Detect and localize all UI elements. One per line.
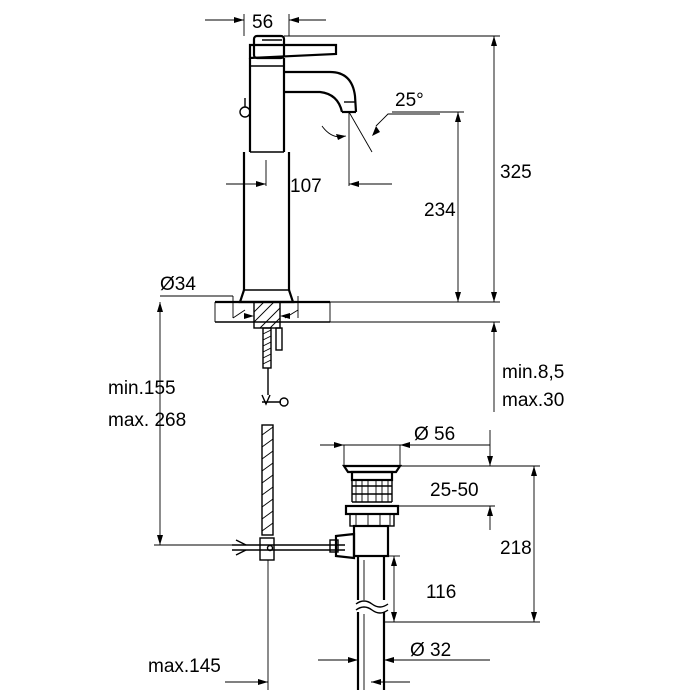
dimension-labels: 56 25° 107 234 325 Ø34 min.8,5 max.30 mi… xyxy=(108,12,564,677)
lift-rod xyxy=(232,327,345,561)
label-25-50: 25-50 xyxy=(430,480,479,501)
label-max-145: max.145 xyxy=(148,656,221,677)
label-234: 234 xyxy=(424,200,456,221)
label-56-top: 56 xyxy=(252,12,273,33)
label-d34: Ø34 xyxy=(160,274,196,295)
label-d32: Ø 32 xyxy=(410,640,451,661)
dimension-lines xyxy=(154,14,540,690)
label-min-155: min.155 xyxy=(108,378,176,399)
label-d56-waste: Ø 56 xyxy=(414,424,455,445)
label-325: 325 xyxy=(500,162,532,183)
label-116: 116 xyxy=(426,582,456,603)
label-max-268: max. 268 xyxy=(108,410,186,431)
waste-assembly xyxy=(329,464,403,690)
label-107: 107 xyxy=(290,176,322,197)
label-min-8-5: min.8,5 xyxy=(502,362,564,383)
label-max-30: max.30 xyxy=(502,390,564,411)
deck xyxy=(214,300,331,329)
faucet-body xyxy=(238,34,358,304)
label-25-deg: 25° xyxy=(395,90,424,111)
label-218: 218 xyxy=(500,538,532,559)
